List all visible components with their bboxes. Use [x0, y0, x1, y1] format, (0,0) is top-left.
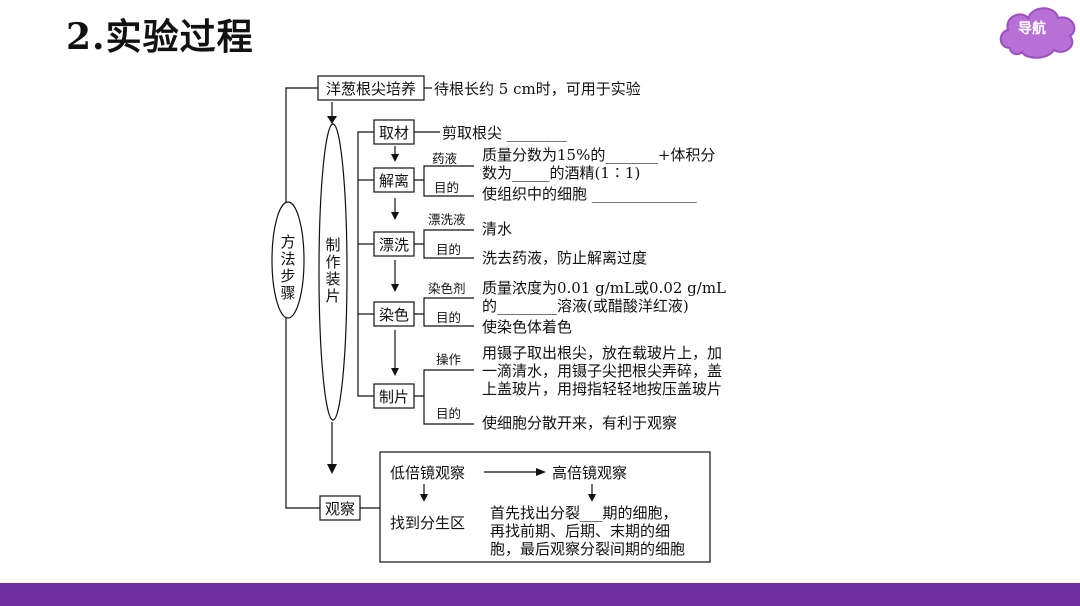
observe-detail-line3: 胞，最后观察分裂间期的细胞: [490, 540, 685, 558]
culture-box: [317, 75, 425, 101]
observe-low: 低倍镜观察: [390, 464, 465, 482]
stain-agent-line2: 的________溶液(或醋酸洋红液): [482, 297, 689, 315]
observe-label: 观察: [325, 500, 355, 518]
make-char-4: 片: [325, 287, 340, 305]
observe-find: 找到分生区: [390, 514, 465, 532]
flow-diagram: 方 法 步 骤 洋葱根尖培养 待根长约 5 cm时，可用于实验 制 作 装 片 …: [271, 75, 726, 563]
make-char-1: 制: [325, 236, 340, 254]
observe-box: [319, 495, 361, 521]
method-char-3: 步: [280, 267, 295, 285]
observe-detail-line1: 首先找出分裂___期的细胞，: [490, 504, 678, 522]
dissociate-agent-line2: 数为_____的酒精(1∶1): [482, 164, 640, 182]
dissociate-purpose-text: 使组织中的细胞 ______________: [482, 185, 697, 203]
stain-purpose-label: 目的: [436, 310, 461, 325]
press-op-line1: 用镊子取出根尖，放在载玻片上，加: [482, 344, 722, 362]
take-desc: 剪取根尖 ________: [442, 124, 567, 142]
press-label: 制片: [379, 388, 409, 406]
dissociate-agent-line1: 质量分数为15%的_______+体积分: [482, 146, 715, 164]
press-op-label: 操作: [436, 352, 462, 367]
method-char-4: 骤: [280, 284, 295, 302]
rinse-box: [373, 231, 415, 257]
bottom-bar: [0, 583, 1080, 606]
rinse-purpose-label: 目的: [436, 242, 461, 257]
dissociate-purpose-label: 目的: [434, 180, 459, 195]
stain-agent-label: 染色剂: [428, 281, 466, 296]
stain-purpose-text: 使染色体着色: [482, 318, 572, 336]
culture-label: 洋葱根尖培养: [326, 80, 416, 98]
method-char-1: 方: [280, 233, 295, 251]
dissociate-agent-label: 药液: [432, 151, 458, 166]
press-purpose-text: 使细胞分散开来，有利于观察: [482, 414, 677, 432]
press-op-line2: 一滴清水，用镊子尖把根尖弄碎，盖: [482, 362, 722, 380]
method-steps-label: 方 法 步 骤: [280, 233, 295, 302]
rinse-agent-text: 清水: [482, 220, 512, 238]
make-slide-label: 制 作 装 片: [325, 236, 340, 305]
observe-detail-line2: 再找前期、后期、末期的细: [490, 522, 670, 540]
make-slide-ellipse: [318, 123, 348, 421]
dissociate-label: 解离: [379, 172, 409, 190]
observe-detail-box: [379, 451, 711, 563]
method-char-2: 法: [280, 250, 295, 268]
make-char-3: 装: [325, 270, 340, 288]
cloud-icon: [999, 7, 1076, 59]
culture-desc: 待根长约 5 cm时，可用于实验: [434, 80, 641, 98]
method-ellipse: [271, 201, 305, 319]
stain-agent-line1: 质量浓度为0.01 g/mL或0.02 g/mL: [482, 279, 726, 297]
stain-label: 染色: [379, 306, 409, 324]
take-label: 取材: [379, 124, 409, 142]
press-purpose-label: 目的: [436, 406, 461, 421]
page-title: 2.实验过程: [66, 16, 254, 58]
nav-button[interactable]: 导航: [996, 0, 1080, 62]
observe-high: 高倍镜观察: [552, 464, 627, 482]
press-box: [373, 383, 415, 409]
dissociate-box: [373, 167, 415, 193]
rinse-agent-label: 漂洗液: [428, 212, 466, 227]
press-op-line3: 上盖玻片，用拇指轻轻地按压盖玻片: [482, 380, 722, 398]
stain-box: [373, 301, 415, 327]
nav-label: 导航: [1018, 21, 1046, 37]
rinse-purpose-text: 洗去药液，防止解离过度: [482, 249, 647, 267]
rinse-label: 漂洗: [379, 236, 409, 254]
make-char-2: 作: [325, 253, 340, 271]
take-box: [373, 119, 415, 145]
